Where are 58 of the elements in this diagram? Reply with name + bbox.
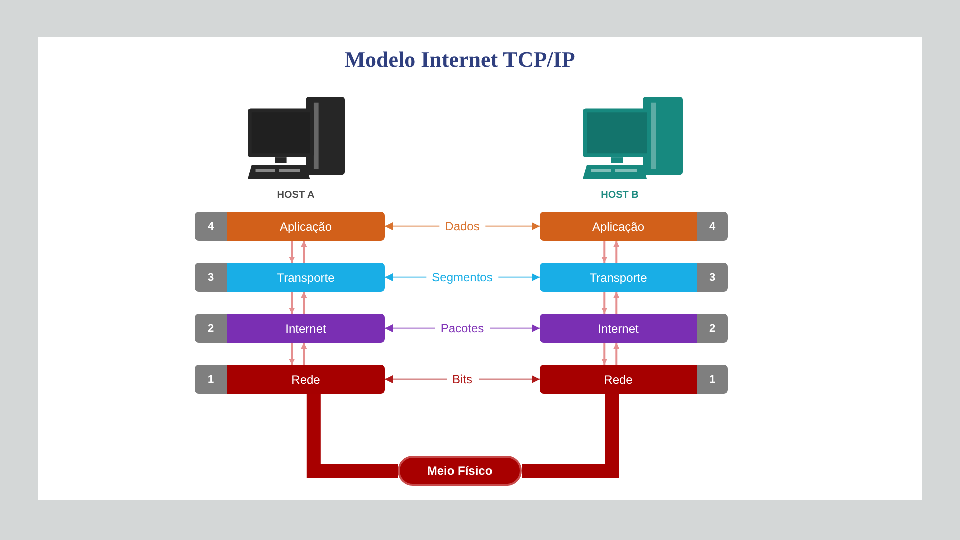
layer-bar	[227, 314, 385, 343]
layer-name: Rede	[292, 372, 320, 386]
edge-label: Bits	[446, 372, 478, 387]
arrow	[301, 343, 308, 365]
layer-number-tab	[195, 263, 227, 292]
cable-line	[306, 394, 398, 478]
layer-name: Internet	[286, 322, 326, 336]
layer-name: Transporte	[277, 270, 335, 284]
arrow	[614, 292, 620, 314]
layer-number-tab	[697, 365, 728, 394]
layer-number-tab	[195, 314, 227, 343]
layer-number-tab	[697, 212, 728, 241]
layer-bar	[540, 263, 697, 292]
layer-number: 1	[709, 374, 716, 386]
connector-arrow	[385, 324, 540, 332]
medium-name: Meio Físico	[427, 464, 493, 478]
connector-arrow	[385, 376, 540, 384]
arrow	[602, 343, 608, 365]
host-label: HOST A	[277, 190, 315, 201]
edge-label: Segmentos	[426, 270, 499, 285]
edge-label: Pacotes	[434, 321, 490, 336]
layer-name: Internet	[598, 322, 639, 336]
layer-number-tab	[697, 314, 728, 343]
layer-bar	[540, 212, 697, 241]
arrow	[289, 292, 296, 314]
layer-number-tab	[195, 212, 227, 241]
layer-name: Rede	[604, 372, 633, 386]
layer-number: 3	[208, 272, 214, 284]
layer-number: 2	[208, 322, 214, 334]
layer-name: Aplicação	[592, 220, 645, 234]
edge-label: Dados	[439, 219, 486, 234]
arrow	[602, 292, 608, 314]
layer-number: 1	[208, 374, 214, 386]
medium-pill	[398, 456, 522, 486]
host-label: HOST B	[601, 190, 639, 201]
layer-number-tab	[195, 365, 227, 394]
layer-number: 4	[709, 220, 716, 232]
layer-number: 2	[709, 322, 716, 334]
arrow	[614, 241, 620, 263]
arrow	[614, 343, 620, 365]
cable-line	[522, 394, 620, 478]
arrow	[289, 343, 296, 365]
layer-name: Transporte	[590, 270, 648, 284]
layer-bar	[227, 263, 385, 292]
arrow	[602, 241, 608, 263]
layer-number: 4	[208, 220, 214, 232]
arrow	[289, 241, 296, 263]
layer-bar	[540, 365, 697, 394]
diagram-title: Modelo Internet TCP/IP	[344, 47, 576, 73]
layer-number: 3	[709, 272, 716, 284]
layer-name: Aplicação	[280, 220, 332, 234]
layer-bar	[540, 314, 697, 343]
layer-bar	[227, 365, 385, 394]
layer-number-tab	[697, 263, 728, 292]
connector-arrow	[385, 222, 540, 230]
arrow	[301, 241, 308, 263]
arrow	[301, 292, 308, 314]
layer-bar	[227, 212, 385, 241]
